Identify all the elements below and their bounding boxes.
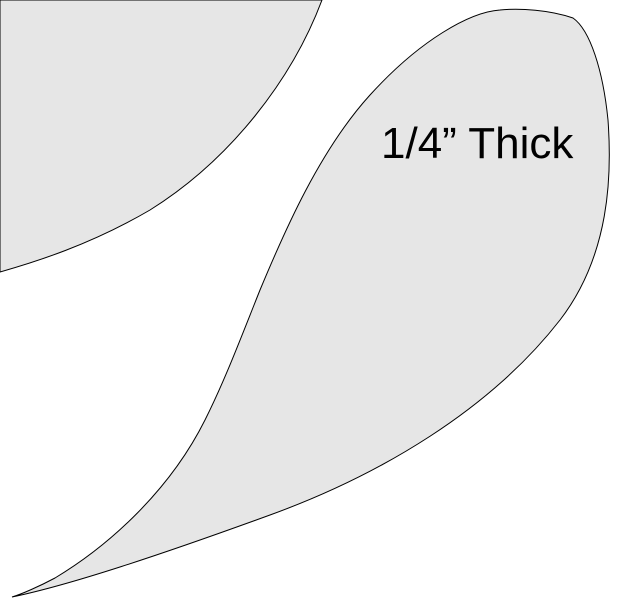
right-teardrop-piece — [11, 8, 610, 598]
thickness-label: 1/4” Thick — [381, 119, 574, 168]
left-template-piece — [0, 0, 323, 273]
